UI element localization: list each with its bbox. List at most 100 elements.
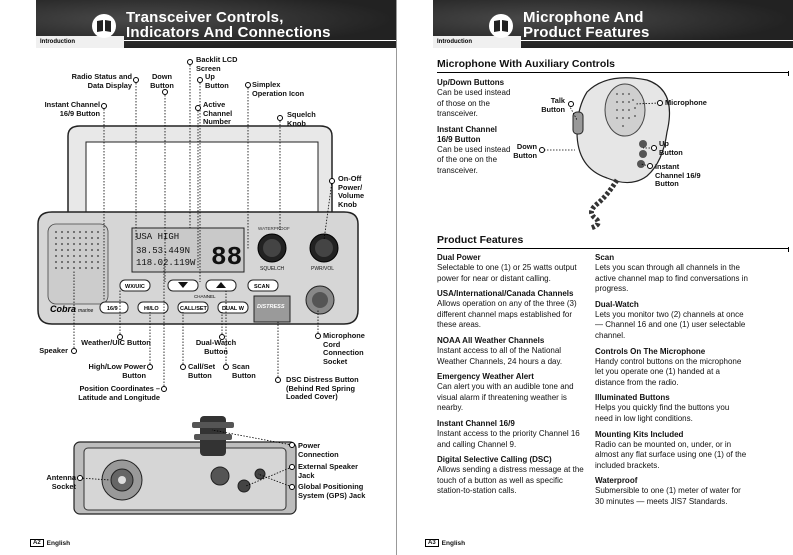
features-left-column: Dual Power Selectable to one (1) or 25 w…	[437, 253, 587, 502]
dot-simplex	[245, 82, 251, 88]
left-banner: Introduction Transceiver Controls, Indic…	[36, 0, 396, 48]
callout-mic-down: Down Button	[513, 142, 537, 160]
btn-callset-label: CALL/SET	[180, 306, 208, 312]
feature-title: Controls On The Microphone	[595, 346, 706, 356]
callout-up-button: Up Button	[205, 72, 229, 90]
brand-logo: Cobra	[50, 304, 76, 314]
btn-dualw-label: DUAL W	[222, 306, 245, 312]
feature-title: Mounting Kits Included	[595, 429, 684, 439]
feature-title: Waterproof	[595, 476, 638, 486]
right-footer: A3 English	[425, 539, 465, 547]
dot-mic-instant	[647, 163, 653, 169]
features-right-column: Scan Lets you scan through all channels …	[595, 253, 749, 513]
dot-wx	[117, 334, 123, 340]
dot-onoff	[329, 178, 335, 184]
feature-body: Can alert you with an audible tone and v…	[437, 382, 574, 413]
feature-body: Allows operation on any of the three (3)…	[437, 299, 577, 330]
brand-sub: marine	[78, 308, 94, 314]
dot-talk	[568, 101, 574, 107]
page-number: A2	[30, 539, 44, 547]
callout-mic-instant: Instant Channel 16/9 Button	[655, 162, 701, 188]
distress-label: DISTRESS	[257, 304, 285, 310]
mic-item-title: Instant Channel 16/9 Button	[437, 124, 498, 144]
callout-scan: Scan Button	[232, 362, 256, 380]
callout-power-connection: Power Connection	[298, 441, 339, 459]
callout-speaker: Speaker	[39, 346, 68, 355]
feature-body: Lets you monitor two (2) channels at onc…	[595, 309, 746, 340]
title-rule	[124, 40, 396, 41]
dot-scan	[223, 364, 229, 370]
dot-squelch	[277, 115, 283, 121]
feature-body: Allows sending a distress message at the…	[437, 465, 584, 496]
dot-microphone	[657, 100, 663, 106]
page-gutter	[396, 0, 397, 555]
callout-dsc-distress: DSC Distress Button (Behind Red Spring L…	[286, 375, 359, 401]
btn-wx-label: WX/UIC	[125, 284, 145, 290]
mic-leader-lines	[541, 102, 660, 167]
mic-item-body: Can be used instead of those on the tran…	[437, 88, 511, 119]
features-heading: Product Features	[437, 234, 789, 252]
feature-title: Emergency Weather Alert	[437, 372, 534, 382]
mic-item-title: Up/Down Buttons	[437, 78, 505, 87]
dot-speaker	[71, 348, 77, 354]
callout-position-coords: Position Coordinates – Latitude and Long…	[78, 384, 160, 402]
section-tab: Introduction	[36, 36, 124, 48]
btn-hilo-label: HI/LO	[144, 306, 159, 312]
dot-radio-status	[133, 77, 139, 83]
dot-dsc	[275, 377, 281, 383]
left-footer: A2 English	[30, 539, 70, 547]
callout-down-button: Down Button	[150, 72, 174, 90]
feature-title: NOAA All Weather Channels	[437, 335, 545, 345]
page-number: A3	[425, 539, 439, 547]
mic-item-body: Can be used instead of the one on the tr…	[437, 144, 511, 175]
callout-wx-uic: Weather/UIC Button	[81, 338, 151, 347]
dot-mic-down	[539, 147, 545, 153]
btn-169-label: 16/9	[107, 306, 118, 312]
feature-title: Dual-Watch	[595, 299, 639, 309]
callout-onoff-knob: On-Off Power/ Volume Knob	[338, 174, 365, 209]
mic-items: Up/Down Buttons Can be used instead of t…	[437, 78, 511, 182]
feature-body: Radio can be mounted on, under, or in al…	[595, 439, 747, 470]
callout-squelch-knob: Squelch Knob	[287, 110, 316, 128]
callout-antenna-socket: Antenna Socket	[46, 473, 76, 491]
book-icon	[489, 14, 513, 38]
dot-gps	[289, 484, 295, 490]
dot-instant	[101, 103, 107, 109]
callout-instant-channel: Instant Channel 16/9 Button	[44, 100, 100, 118]
callout-dual-watch: Dual-Watch Button	[195, 338, 237, 356]
btn-scan-label: SCAN	[254, 284, 270, 290]
title-rule	[521, 40, 793, 41]
feature-body: Lets you scan through all channels in th…	[595, 263, 748, 294]
callout-backlit-lcd: Backlit LCD Screen	[196, 55, 238, 73]
dot-mic-socket	[315, 333, 321, 339]
footer-language: English	[46, 539, 71, 547]
feature-title: Digital Selective Calling (DSC)	[437, 455, 552, 465]
callout-call-set: Call/Set Button	[188, 362, 216, 380]
feature-body: Submersible to one (1) meter of water fo…	[595, 486, 741, 506]
lcd-line2: 38.53.449N	[136, 246, 190, 256]
dot-antenna	[77, 475, 83, 481]
callout-ext-speaker: External Speaker Jack	[298, 462, 358, 480]
dot-dualwatch	[219, 334, 225, 340]
callout-microphone: Microphone	[665, 98, 707, 107]
feature-title: Instant Channel 16/9	[437, 418, 515, 428]
right-banner: Introduction Microphone And Product Feat…	[433, 0, 793, 48]
footer-language: English	[441, 539, 466, 547]
dot-up	[197, 77, 203, 83]
callout-radio-status: Radio Status and Data Display	[71, 72, 132, 90]
pwrvol-label: PWR/VOL	[311, 266, 334, 272]
callout-mic-up: Up Button	[659, 139, 683, 157]
dot-position	[161, 386, 167, 392]
dot-backlit	[187, 59, 193, 65]
lcd-line3: 118.02.119W	[136, 258, 196, 268]
dot-down	[162, 89, 168, 95]
feature-title: USA/International/Canada Channels	[437, 289, 574, 299]
callout-gps-jack: Global Positioning System (GPS) Jack	[298, 482, 366, 500]
feature-title: Dual Power	[437, 253, 481, 262]
rear-panel-illustration	[73, 416, 297, 515]
squelch-label: SQUELCH	[260, 266, 285, 272]
left-page: Introduction Transceiver Controls, Indic…	[0, 0, 396, 555]
channel-label: CHANNEL	[194, 294, 216, 299]
lcd-line1: USA HIGH	[136, 232, 179, 242]
page-title: Microphone And Product Features	[523, 9, 650, 41]
